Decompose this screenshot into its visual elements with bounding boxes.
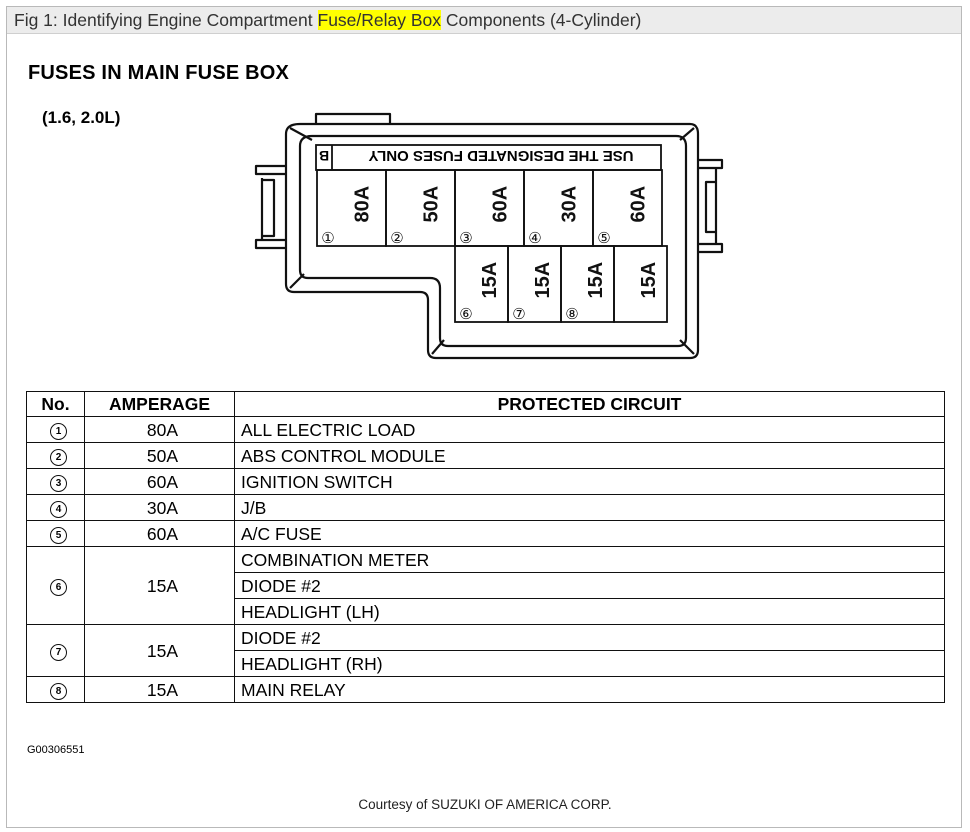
amperage-cell: 15A <box>84 546 235 625</box>
fuse-amp-label: 50A <box>421 186 443 223</box>
fuse-number: ⑥ <box>459 305 472 323</box>
fuse-slot <box>613 245 668 323</box>
section-heading: FUSES IN MAIN FUSE BOX <box>28 62 290 84</box>
fuse-amp-label: 60A <box>628 186 650 223</box>
amperage-cell: 80A <box>84 416 235 443</box>
fuse-no-cell: 7 <box>26 624 85 677</box>
fuse-amp-label: 15A <box>532 262 554 299</box>
fuse-amp-label: 80A <box>352 186 374 223</box>
amperage-cell: 15A <box>84 624 235 677</box>
caption-highlight: Fuse/Relay Box <box>317 10 442 30</box>
fuse-no-badge: 4 <box>50 501 67 518</box>
protected-circuit-cell: J/B <box>234 494 945 521</box>
fuse-no-cell: 4 <box>26 494 85 521</box>
fuse-no-cell: 3 <box>26 468 85 495</box>
fuse-number: ① <box>321 229 334 247</box>
table-header-row: No. AMPERAGE PROTECTED CIRCUIT <box>26 391 945 417</box>
fuse-no-cell: 1 <box>26 416 85 443</box>
protected-circuit-cell: DIODE #2 <box>234 624 945 651</box>
header-protected-circuit: PROTECTED CIRCUIT <box>234 391 945 417</box>
fuse-amp-label: 60A <box>490 186 512 223</box>
protected-circuit-cell: DIODE #2 <box>234 572 945 599</box>
fuse-no-badge: 1 <box>50 423 67 440</box>
fuse-no-badge: 2 <box>50 449 67 466</box>
fuse-number: ⑧ <box>565 305 578 323</box>
fuse-amp-label: 15A <box>638 262 660 299</box>
caption-bar <box>7 7 961 34</box>
amperage-cell: 60A <box>84 468 235 495</box>
protected-circuit-cell: A/C FUSE <box>234 520 945 547</box>
engine-variant-label: (1.6, 2.0L) <box>42 108 121 127</box>
figure-caption: Fig 1: Identifying Engine Compartment Fu… <box>14 10 641 30</box>
fuse-label-letter: B <box>319 148 329 164</box>
fuse-number: ⑤ <box>597 229 610 247</box>
courtesy-line: Courtesy of SUZUKI OF AMERICA CORP. <box>358 797 612 812</box>
fuse-number: ⑦ <box>512 305 525 323</box>
protected-circuit-cell: ABS CONTROL MODULE <box>234 442 945 469</box>
fuse-no-badge: 8 <box>50 683 67 700</box>
protected-circuit-cell: IGNITION SWITCH <box>234 468 945 495</box>
table-row: DIODE #2 <box>27 572 945 599</box>
fuse-number: ② <box>390 229 403 247</box>
fuse-box-diagram: USE THE DESIGNATED FUSES ONLY B 80A ① 50A ②… <box>254 112 724 360</box>
fuse-no-badge: 6 <box>50 579 67 596</box>
amperage-cell: 50A <box>84 442 235 469</box>
fuse-amp-label: 15A <box>479 262 501 299</box>
protected-circuit-cell: COMBINATION METER <box>234 546 945 573</box>
fuse-amp-label: 30A <box>559 186 581 223</box>
fuse-label-strip: USE THE DESIGNATED FUSES ONLY <box>368 147 633 164</box>
amperage-cell: 30A <box>84 494 235 521</box>
fuse-no-cell: 2 <box>26 442 85 469</box>
fuse-amp-label: 15A <box>585 262 607 299</box>
protected-circuit-cell: HEADLIGHT (RH) <box>234 650 945 677</box>
protected-circuit-cell: HEADLIGHT (LH) <box>234 598 945 625</box>
fuse-no-badge: 3 <box>50 475 67 492</box>
fuse-no-cell: 8 <box>26 676 85 703</box>
caption-prefix: Fig 1: Identifying Engine Compartment <box>14 10 318 30</box>
fuse-no-cell: 5 <box>26 520 85 547</box>
caption-suffix: Components (4-Cylinder) <box>441 10 642 30</box>
fuse-no-badge: 7 <box>50 644 67 661</box>
amperage-cell: 60A <box>84 520 235 547</box>
fuse-no-badge: 5 <box>50 527 67 544</box>
image-code: G00306551 <box>27 744 85 756</box>
fuse-number: ③ <box>459 229 472 247</box>
header-no: No. <box>26 391 85 417</box>
protected-circuit-cell: ALL ELECTRIC LOAD <box>234 416 945 443</box>
amperage-cell: 15A <box>84 676 235 703</box>
fuse-number: ④ <box>528 229 541 247</box>
header-amperage: AMPERAGE <box>84 391 235 417</box>
protected-circuit-cell: MAIN RELAY <box>234 676 945 703</box>
fuse-no-cell: 6 <box>26 546 85 625</box>
